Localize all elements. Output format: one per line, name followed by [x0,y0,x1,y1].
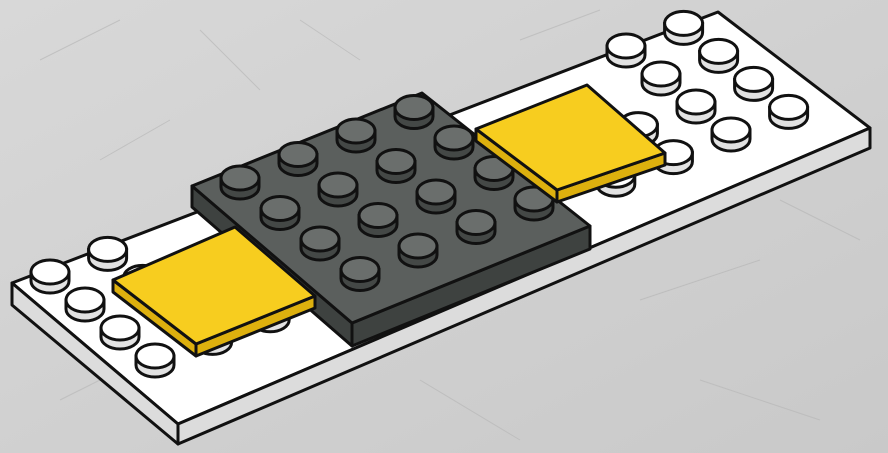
stud [279,143,317,176]
stud [101,316,139,349]
stud [261,197,299,230]
stud [417,180,455,213]
stud [301,227,339,260]
stud [700,39,738,72]
stud [642,62,680,95]
stud [399,234,437,267]
stud [31,260,69,293]
stud [712,118,750,151]
stud [735,67,773,100]
stud [337,119,375,152]
stud [221,166,259,199]
stud [319,173,357,206]
stud [665,11,703,44]
stud [377,150,415,183]
stud [607,34,645,67]
stud [457,211,495,244]
stud [359,204,397,237]
stud [677,90,715,123]
stud [66,288,104,321]
stud [770,95,808,128]
stud [136,344,174,377]
stud [341,258,379,291]
stud [435,126,473,159]
stud [395,96,433,129]
stud [89,237,127,270]
